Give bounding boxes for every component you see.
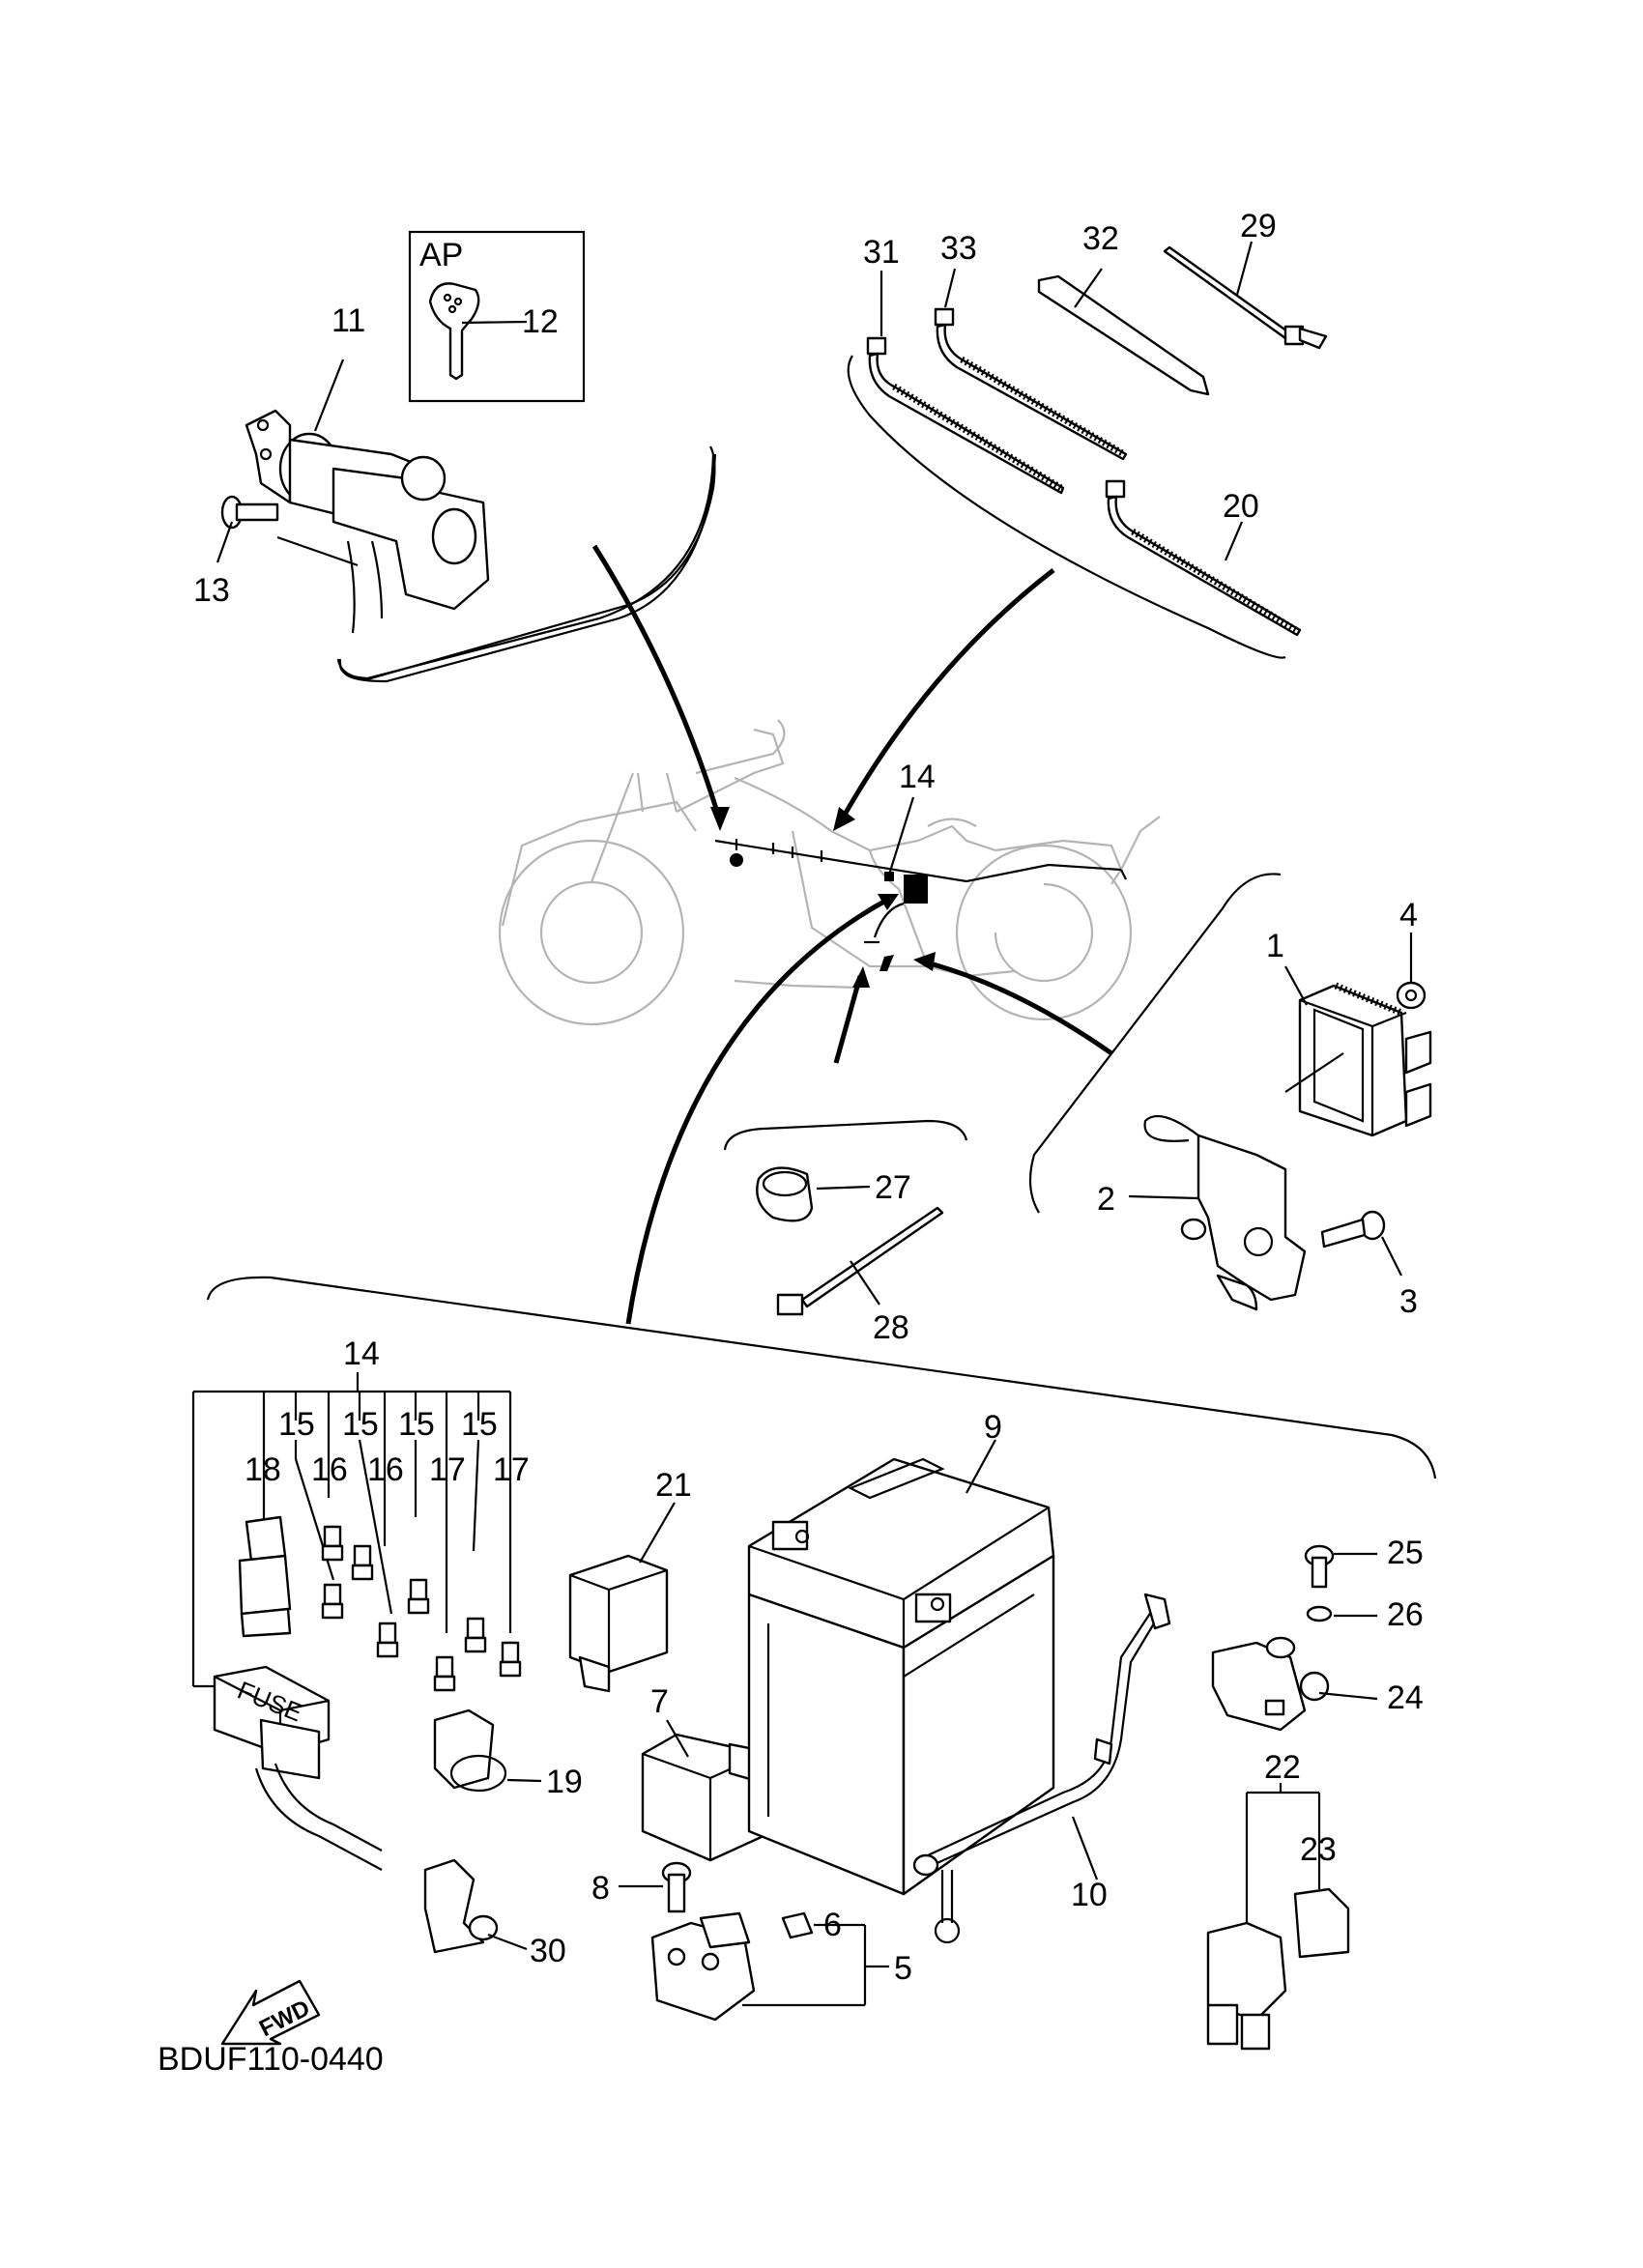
callout-15-d: 15 [461, 1406, 498, 1443]
callout-17-a: 17 [429, 1451, 466, 1488]
callout-15-b: 15 [342, 1406, 379, 1443]
clip-parts [423, 1708, 542, 1954]
relay-assembly-part [245, 409, 490, 634]
battery-cable-part [912, 1593, 1171, 1944]
callout-17-b: 17 [493, 1451, 530, 1488]
bolt-part [220, 495, 279, 530]
ignition-group: AP [216, 230, 717, 683]
callout-14-top: 14 [899, 759, 936, 795]
connector-parts [1206, 1783, 1350, 2051]
callout-29: 29 [1240, 208, 1277, 244]
callout-20: 20 [1223, 488, 1259, 525]
sensor-parts [1211, 1544, 1378, 1732]
motorcycle-outline [498, 719, 1161, 1026]
callout-16-a: 16 [311, 1451, 348, 1488]
callout-33: 33 [940, 230, 977, 267]
callout-13: 13 [193, 572, 230, 609]
callout-7: 7 [650, 1683, 669, 1720]
callout-32: 32 [1082, 220, 1119, 257]
ap-box-label: AP [419, 237, 463, 273]
tie-clip-group-bracket [723, 1119, 968, 1151]
callout-16-b: 16 [367, 1451, 404, 1488]
callout-22: 22 [1264, 1749, 1301, 1786]
key-part [428, 282, 480, 381]
callout-19: 19 [546, 1764, 583, 1800]
callout-15-c: 15 [398, 1406, 435, 1443]
fuse-parts: FUSE [213, 1515, 522, 1871]
callout-23: 23 [1300, 1831, 1337, 1868]
callout-24: 24 [1387, 1679, 1424, 1716]
forward-arrow-icon: FWD [220, 1979, 321, 2046]
callout-28: 28 [873, 1309, 909, 1346]
pointer-arrows [591, 544, 1113, 1325]
callout-11: 11 [331, 302, 365, 339]
callout-3: 3 [1399, 1283, 1418, 1320]
callout-26: 26 [1387, 1596, 1424, 1633]
drawing-code: BDUF110-0440 [158, 2041, 384, 2078]
callout-8: 8 [591, 1870, 610, 1907]
callout-30: 30 [530, 1933, 566, 1969]
battery-part [747, 1439, 1055, 1896]
relay-21-part [568, 1502, 676, 1693]
rectifier-group [1128, 933, 1432, 1311]
callout-31: 31 [863, 234, 900, 271]
callout-27: 27 [875, 1169, 911, 1206]
callout-9: 9 [984, 1409, 1002, 1446]
bottom-group-bracket [206, 1276, 1437, 1479]
callout-2: 2 [1097, 1181, 1115, 1218]
callout-10: 10 [1071, 1877, 1108, 1913]
callout-labels: 1 2 3 4 5 6 7 8 9 10 11 12 13 14 15 15 1… [193, 208, 1424, 1987]
callout-12: 12 [522, 303, 559, 340]
callout-6: 6 [823, 1907, 842, 1943]
callout-25: 25 [1387, 1535, 1424, 1571]
fuse-tree [191, 1372, 512, 1688]
callout-5: 5 [894, 1950, 912, 1987]
callout-14-bottom: 14 [343, 1335, 380, 1372]
callout-18: 18 [245, 1451, 281, 1488]
tie-clip-group [756, 1166, 944, 1316]
callout-21: 21 [655, 1467, 692, 1504]
callout-4: 4 [1399, 897, 1418, 933]
rectifier-group-bracket [1028, 873, 1282, 1214]
cable-tie-group [866, 241, 1328, 637]
callout-1: 1 [1266, 928, 1284, 964]
callout-15-a: 15 [278, 1406, 315, 1443]
ap-box [408, 230, 586, 403]
cable-tie-group-bracket [847, 355, 1286, 659]
